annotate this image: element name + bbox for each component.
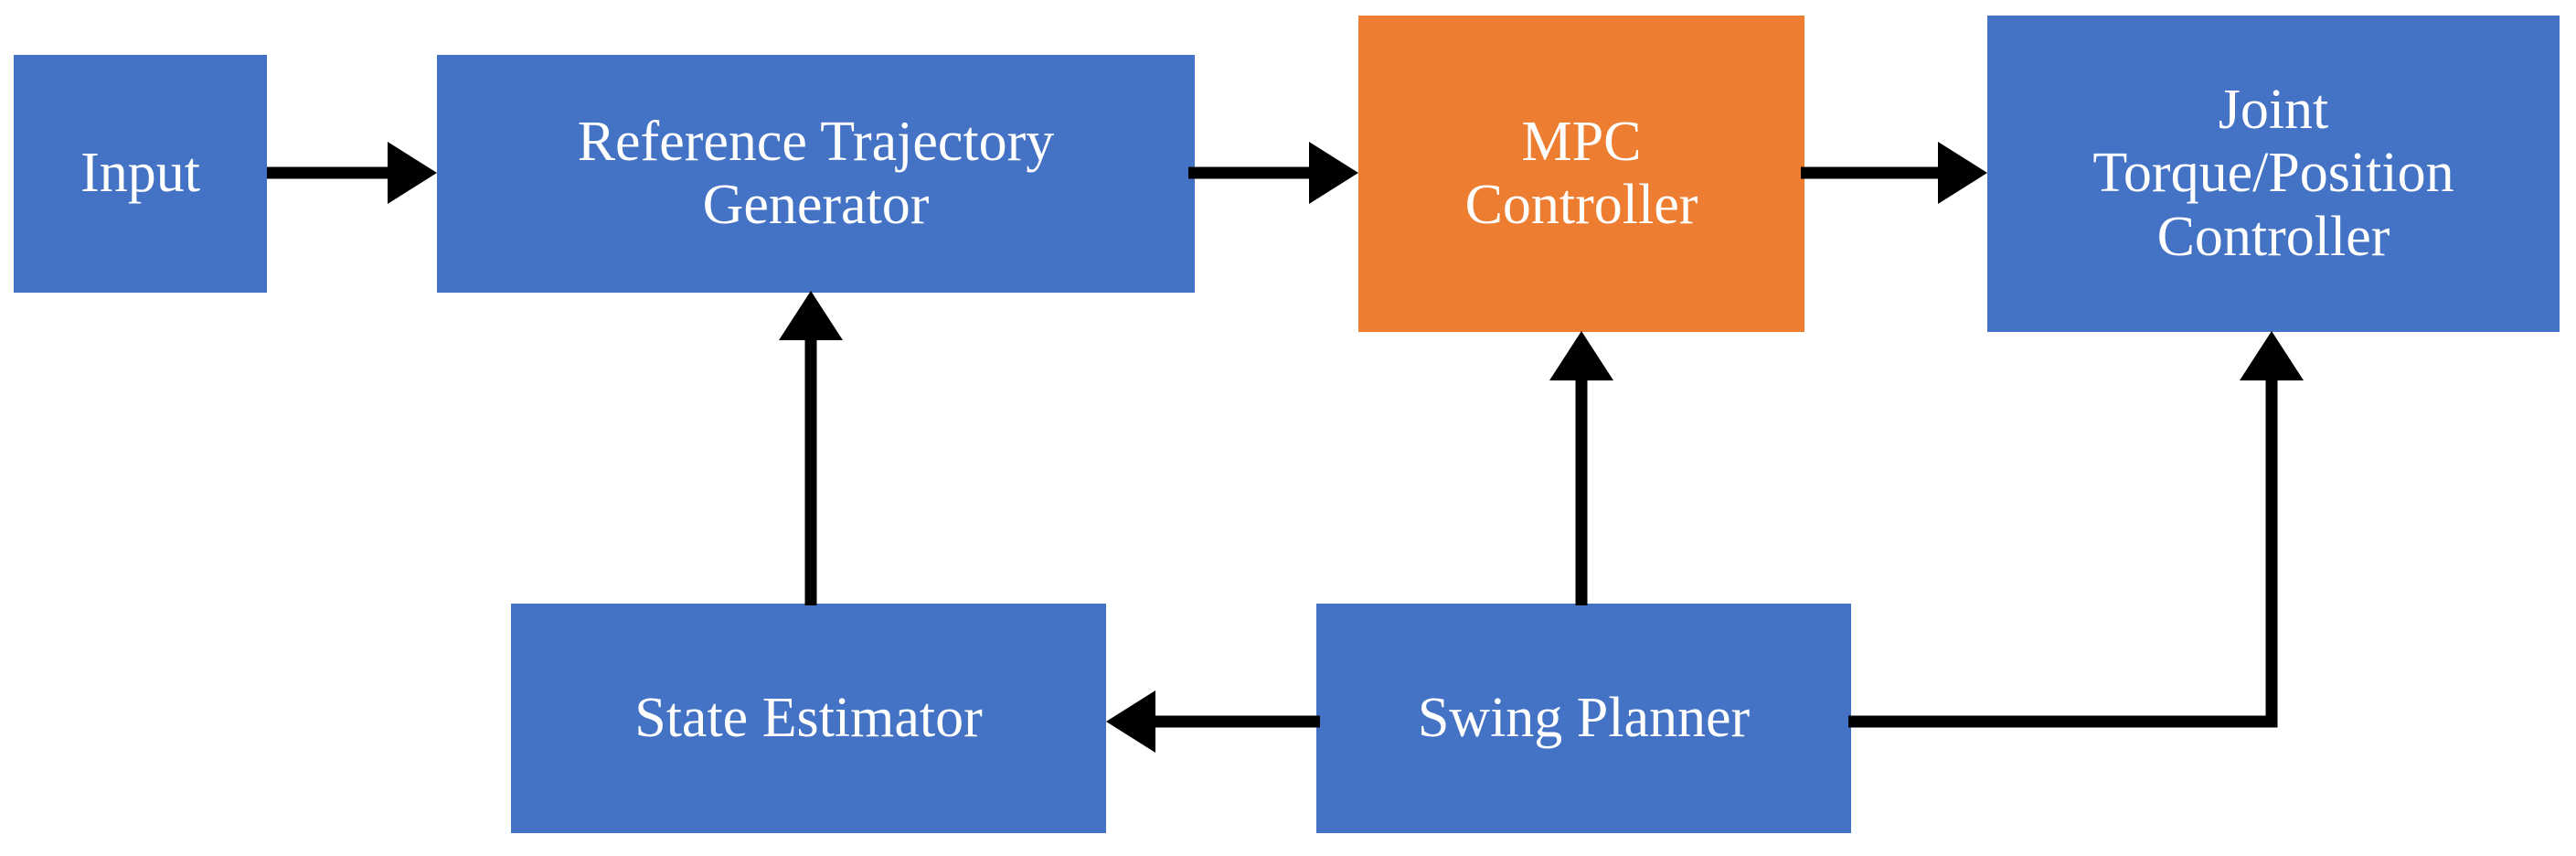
block-joint-torque-position-controller-label: Joint Torque/Position Controller [2092,78,2454,268]
arrow-mpc-controller-to-joint-torque-position-controller[interactable] [1801,142,1987,204]
arrow-swing-planner-to-state-estimator[interactable] [1106,690,1320,753]
block-reference-trajectory-generator-label: Reference Trajectory Generator [577,110,1055,236]
arrow-state-estimator-to-reference-trajectory-generator[interactable] [779,291,843,605]
block-mpc-controller-label: MPC Controller [1464,110,1698,236]
block-swing-planner-label: Swing Planner [1417,686,1751,749]
block-joint-torque-position-controller[interactable]: Joint Torque/Position Controller [1987,16,2560,332]
block-input-label: Input [80,142,200,205]
arrow-reference-trajectory-generator-to-mpc-controller[interactable] [1188,142,1358,204]
block-input[interactable]: Input [14,55,267,293]
arrow-swing-planner-to-joint-torque-position-controller[interactable] [1848,331,2304,728]
block-state-estimator-label: State Estimator [634,686,983,749]
arrow-swing-planner-to-mpc-controller[interactable] [1549,331,1613,605]
arrow-input-to-reference-trajectory-generator[interactable] [267,142,437,204]
block-swing-planner[interactable]: Swing Planner [1316,604,1851,833]
block-reference-trajectory-generator[interactable]: Reference Trajectory Generator [437,55,1195,293]
block-state-estimator[interactable]: State Estimator [511,604,1106,833]
block-mpc-controller[interactable]: MPC Controller [1358,16,1804,332]
